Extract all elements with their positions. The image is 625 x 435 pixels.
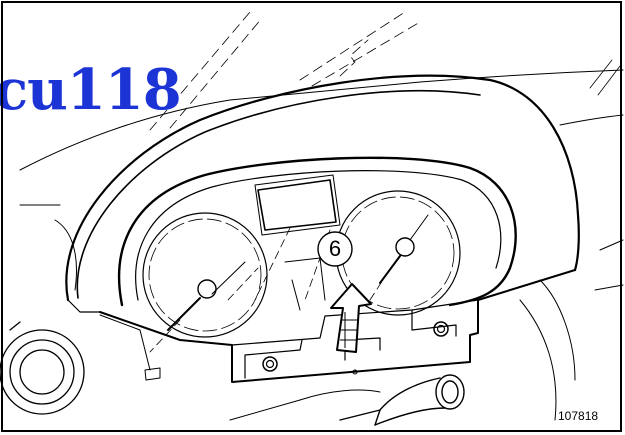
trim-clip-right [433,321,449,337]
steering-column [339,374,465,426]
air-vent [0,321,85,415]
callout-label: 6 [328,236,342,261]
speedometer-gauge [142,212,268,353]
figure-reference-number: 107818 [558,409,599,423]
cluster-hood-outer [65,74,580,302]
lower-trim [99,269,576,383]
callout-circle [317,231,353,267]
trim-clip-left [262,356,278,372]
dashboard-top [19,69,624,171]
removal-arrow-icon [330,283,372,353]
watermark-text: cu118 [0,57,182,123]
windshield-lines [149,11,421,131]
cluster-bezel [117,156,517,307]
